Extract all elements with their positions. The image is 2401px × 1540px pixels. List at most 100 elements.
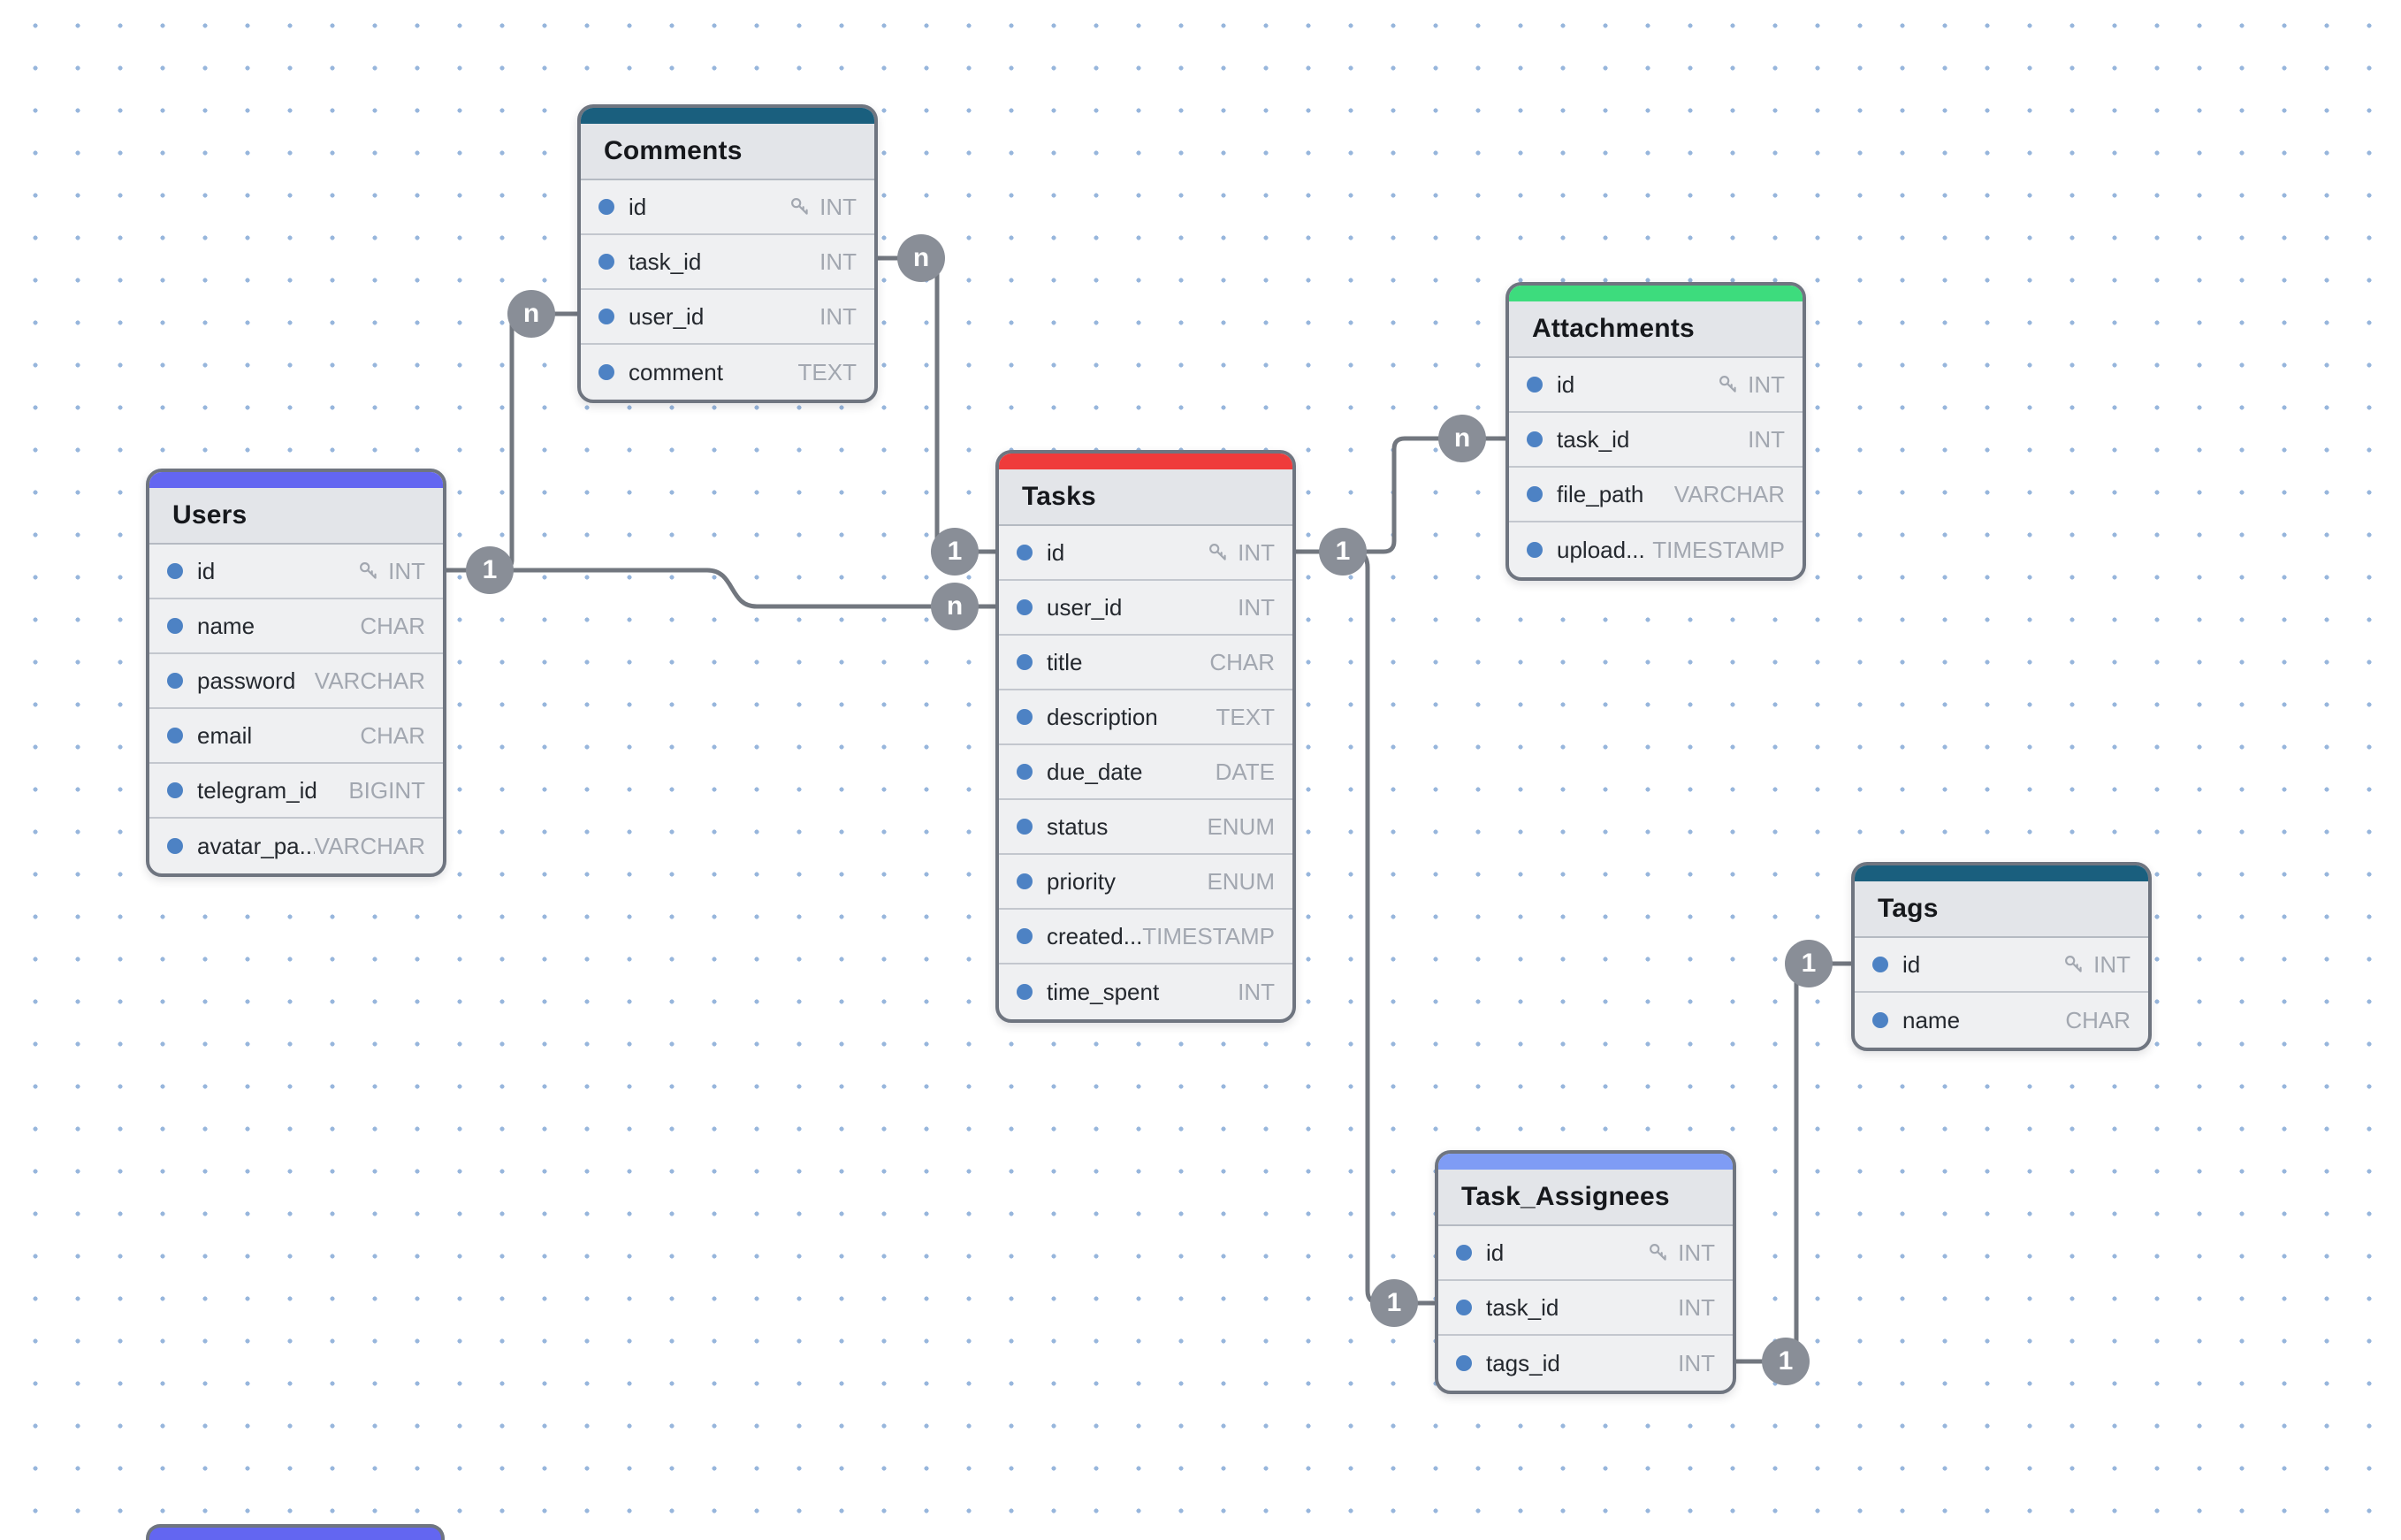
field-dot[interactable]	[167, 618, 183, 634]
table-row[interactable]: time_spent INT	[999, 964, 1292, 1019]
field-dot[interactable]	[1527, 377, 1543, 393]
table-task-assignees[interactable]: Task_Assignees id INT task_id INT tags_i…	[1435, 1150, 1736, 1394]
field-dot[interactable]	[598, 199, 614, 215]
field-dot[interactable]	[1017, 764, 1033, 780]
field-dot[interactable]	[167, 563, 183, 579]
table-row[interactable]: id INT	[1509, 358, 1803, 413]
table-row[interactable]: task_id INT	[581, 235, 874, 290]
table-users[interactable]: Users id INT name CHAR password VARCHAR …	[146, 469, 446, 877]
field-type-text: INT	[1238, 538, 1275, 566]
table-row[interactable]: description TEXT	[999, 690, 1292, 745]
field-type: ENUM	[1207, 813, 1275, 841]
field-dot[interactable]	[1017, 545, 1033, 560]
primary-key-icon	[1650, 1244, 1666, 1261]
table-row[interactable]: password VARCHAR	[149, 654, 443, 709]
table-title: Attachments	[1509, 301, 1803, 358]
table-tasks[interactable]: Tasks id INT user_id INT title CHAR desc…	[995, 450, 1296, 1023]
field-dot[interactable]	[1456, 1355, 1472, 1371]
field-type: INT	[1238, 979, 1275, 1006]
field-type-text: ENUM	[1207, 867, 1275, 895]
table-row[interactable]: email CHAR	[149, 709, 443, 764]
field-name: comment	[629, 358, 723, 385]
relationship-line-tags-task-assignees[interactable]	[1734, 961, 1854, 1364]
field-dot[interactable]	[1017, 709, 1033, 725]
field-dot[interactable]	[598, 254, 614, 270]
field-type: INT	[357, 558, 425, 585]
field-type-text: INT	[1238, 593, 1275, 621]
table-row[interactable]: id INT	[1855, 938, 2148, 993]
relationship-line-comments-tasks[interactable]	[875, 255, 998, 554]
primary-key-icon	[2065, 956, 2082, 972]
table-row[interactable]: created... TIMESTAMP	[999, 910, 1292, 964]
table-row[interactable]: user_id INT	[999, 581, 1292, 636]
field-name: user_id	[1047, 593, 1123, 621]
field-dot[interactable]	[598, 364, 614, 380]
field-type: VARCHAR	[315, 833, 425, 860]
field-type: ENUM	[1207, 868, 1275, 896]
table-row[interactable]: name CHAR	[1855, 993, 2148, 1048]
field-dot[interactable]	[167, 673, 183, 689]
field-dot[interactable]	[167, 728, 183, 743]
field-type-text: INT	[388, 557, 425, 584]
field-type: TIMESTAMP	[1142, 923, 1275, 950]
field-type: INT	[1207, 539, 1275, 567]
field-dot[interactable]	[1017, 599, 1033, 615]
table-row[interactable]: file_path VARCHAR	[1509, 468, 1803, 522]
field-dot[interactable]	[1527, 486, 1543, 502]
relationship-line-tasks-task-assignees[interactable]	[1357, 549, 1437, 1306]
relationship-line-tasks-attachments[interactable]	[1293, 436, 1508, 554]
table-row[interactable]: id INT	[1438, 1226, 1733, 1281]
table-row[interactable]: comment TEXT	[581, 345, 874, 400]
field-dot[interactable]	[1527, 542, 1543, 558]
table-row[interactable]: task_id INT	[1509, 413, 1803, 468]
table-row[interactable]: due_date DATE	[999, 745, 1292, 800]
field-dot[interactable]	[1527, 431, 1543, 447]
field-type: INT	[789, 194, 857, 221]
table-row[interactable]: task_id INT	[1438, 1281, 1733, 1336]
field-type-text: TIMESTAMP	[1142, 922, 1275, 949]
table-row[interactable]: priority ENUM	[999, 855, 1292, 910]
field-type: CHAR	[360, 722, 425, 750]
field-dot[interactable]	[598, 309, 614, 324]
table-comments[interactable]: Comments id INT task_id INT user_id INT …	[577, 104, 878, 403]
table-row[interactable]: id INT	[149, 545, 443, 599]
field-dot[interactable]	[167, 838, 183, 854]
field-dot[interactable]	[1456, 1300, 1472, 1315]
field-name: id	[1902, 950, 1921, 978]
field-dot[interactable]	[167, 782, 183, 798]
field-dot[interactable]	[1872, 957, 1888, 972]
table-row[interactable]: title CHAR	[999, 636, 1292, 690]
table-row[interactable]: id INT	[581, 180, 874, 235]
table-row[interactable]: telegram_id BIGINT	[149, 764, 443, 819]
table-row[interactable]: status ENUM	[999, 800, 1292, 855]
table-row[interactable]: user_id INT	[581, 290, 874, 345]
table-row[interactable]: id INT	[999, 526, 1292, 581]
table-attachments[interactable]: Attachments id INT task_id INT file_path…	[1505, 282, 1806, 581]
field-type: DATE	[1216, 759, 1275, 786]
relationship-line-users-tasks[interactable]	[444, 568, 998, 609]
cardinality-badge: 1	[931, 528, 979, 576]
field-dot[interactable]	[1017, 819, 1033, 835]
field-type-text: INT	[1678, 1293, 1715, 1321]
field-dot[interactable]	[1017, 984, 1033, 1000]
field-dot[interactable]	[1017, 928, 1033, 944]
field-dot[interactable]	[1017, 873, 1033, 889]
field-dot[interactable]	[1456, 1245, 1472, 1261]
table-row[interactable]: avatar_pa... VARCHAR	[149, 819, 443, 873]
cardinality-badge: n	[931, 583, 979, 630]
field-type-text: CHAR	[360, 612, 425, 639]
table-row[interactable]: name CHAR	[149, 599, 443, 654]
table-row[interactable]: tags_id INT	[1438, 1336, 1733, 1391]
relationship-line-users-comments[interactable]	[444, 311, 580, 573]
field-type-text: CHAR	[360, 721, 425, 749]
field-dot[interactable]	[1872, 1012, 1888, 1028]
partial-table-header[interactable]	[146, 1524, 445, 1540]
field-dot[interactable]	[1017, 654, 1033, 670]
table-tags[interactable]: Tags id INT name CHAR	[1851, 862, 2152, 1051]
field-type-text: INT	[1678, 1349, 1715, 1376]
table-row[interactable]: upload... TIMESTAMP	[1509, 522, 1803, 577]
field-name: time_spent	[1047, 978, 1160, 1005]
field-name: upload...	[1557, 536, 1645, 563]
cardinality-badge: n	[507, 290, 555, 338]
